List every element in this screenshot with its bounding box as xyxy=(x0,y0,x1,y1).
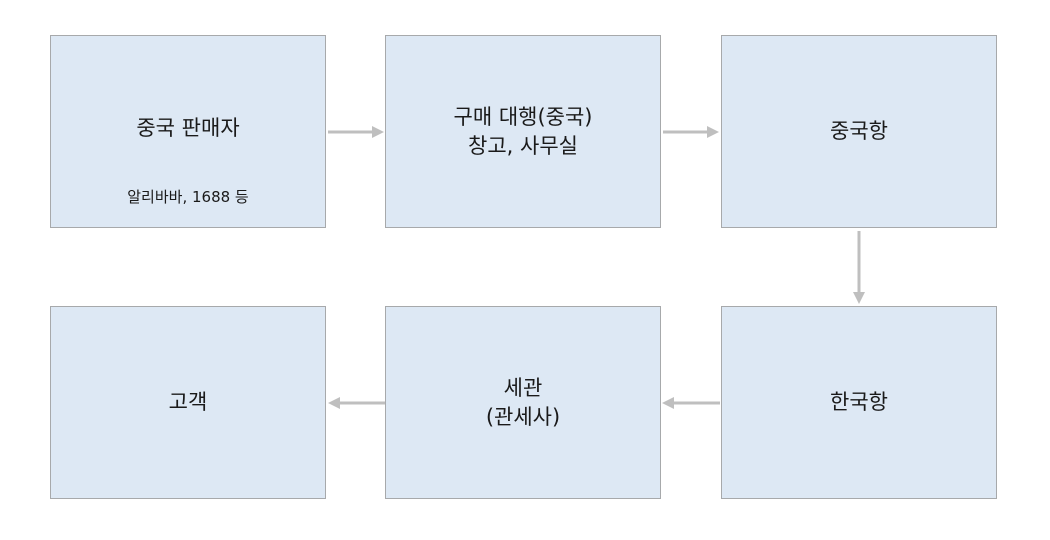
node-label: 고객 xyxy=(168,390,208,414)
node-purchase-agent: 구매 대행(중국) 창고, 사무실 xyxy=(385,35,661,228)
node-label: 중국항 xyxy=(830,119,888,143)
arrow-customs-to-customer xyxy=(328,397,385,409)
node-china-seller: 중국 판매자 알리바바, 1688 등 xyxy=(50,35,326,228)
arrow-china-port-to-korea-port xyxy=(853,231,865,304)
arrow-korea-port-to-customs xyxy=(662,397,720,409)
node-label: 세관 (관세사) xyxy=(485,375,561,429)
node-label: 한국항 xyxy=(830,390,888,414)
node-sublabel: 알리바바, 1688 등 xyxy=(127,188,249,206)
node-label: 구매 대행(중국) 창고, 사무실 xyxy=(453,104,593,158)
node-china-port: 중국항 xyxy=(721,35,997,228)
arrow-seller-to-agent xyxy=(328,126,384,138)
node-korea-port: 한국항 xyxy=(721,306,997,499)
node-label: 중국 판매자 xyxy=(136,116,240,140)
arrow-agent-to-china-port xyxy=(663,126,719,138)
node-customs: 세관 (관세사) xyxy=(385,306,661,499)
node-customer: 고객 xyxy=(50,306,326,499)
